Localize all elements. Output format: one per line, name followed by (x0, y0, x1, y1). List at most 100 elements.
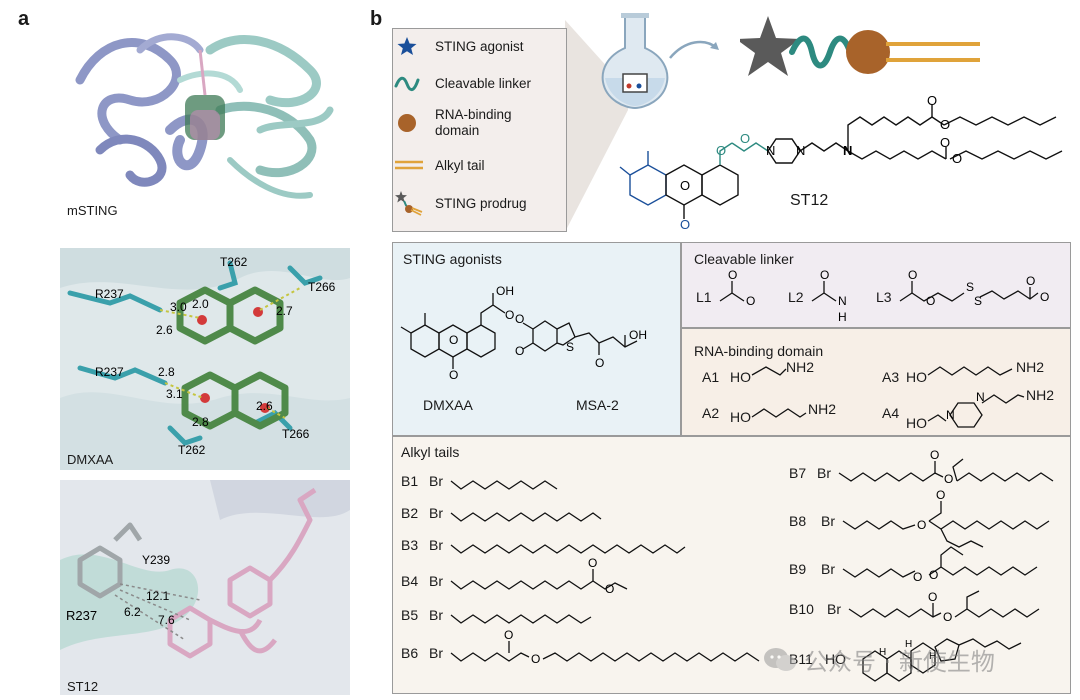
tail-id: B9 (789, 561, 807, 577)
legend-label: Alkyl tail (435, 157, 485, 173)
ST12-label: ST12 (790, 192, 829, 209)
tail-br: Br (429, 537, 443, 553)
tail-id: B3 (401, 537, 419, 553)
atom-label: O (908, 268, 917, 282)
atom-label: O (1040, 290, 1049, 304)
residue-label: Y239 (142, 553, 170, 567)
atom-label: O (595, 356, 604, 370)
atom-label: O (917, 518, 926, 532)
residue-label: T262 (220, 255, 248, 269)
residue-label: T262 (178, 443, 206, 457)
panel-a-letter: a (18, 8, 30, 30)
rna-group: NH2 (1016, 359, 1045, 375)
rna-group: HO (730, 409, 751, 425)
atom-label: O (716, 143, 726, 158)
tails-box: Alkyl tails B1 B2 B3 B4 B5 B6 B7 B8 B9 B… (392, 436, 1071, 694)
linker-structures: O O O N H O O S S O O (719, 268, 1049, 324)
linker-box: Cleavable linker L1 L2 L3 O O O N H O O … (681, 242, 1071, 328)
tails-title: Alkyl tails (401, 444, 460, 460)
ST12-structure: O O N N N O O O O O O (619, 95, 1063, 232)
MSA2-name: MSA-2 (576, 397, 619, 413)
tail-br: Br (817, 465, 831, 481)
tail-br: Br (429, 645, 443, 661)
linker-id: L1 (696, 289, 712, 305)
star-icon (397, 37, 417, 55)
prodrug-icon (395, 191, 423, 216)
agonist-structures: OH O O O O O S O OH (400, 284, 647, 382)
rna-box: RNA-binding domain A1 A2 A3 A4 HO NH2 HO… (681, 328, 1071, 436)
atom-label: O (929, 568, 938, 582)
legend-item-rna: RNA-binding domain (393, 107, 512, 139)
tail-br: Br (821, 513, 835, 529)
legend-label: RNA-binding domain (435, 107, 512, 138)
atom-label: O (936, 488, 945, 502)
atom-label: O (740, 131, 750, 146)
rna-id: A2 (702, 405, 720, 421)
atom-label: O (943, 610, 952, 624)
linker-id: L3 (876, 289, 892, 305)
wave-icon (394, 76, 420, 91)
atom-label: S (566, 340, 574, 354)
atom-label: O (928, 590, 937, 604)
rna-id: A4 (882, 405, 900, 421)
atom-label: O (588, 556, 597, 570)
atom-label: OH (629, 328, 647, 342)
atom-label: O (505, 308, 514, 322)
legend-item-linker: Cleavable linker (393, 72, 531, 94)
distance-label: 12.1 (146, 589, 170, 603)
rna-group: NH2 (1026, 387, 1055, 403)
distance-label: 2.0 (192, 297, 209, 311)
tail-id: B6 (401, 645, 419, 661)
agonists-box: STING agonists OH O O O O O S O OH DMXAA… (392, 242, 681, 436)
panel-b-letter: b (370, 8, 383, 30)
atom-label: O (515, 312, 524, 326)
chat-bubble-icon (764, 647, 796, 671)
ST12-panel-label: ST12 (67, 679, 99, 694)
rna-structures: N N (751, 366, 1025, 428)
atom-label: O (820, 268, 829, 282)
atom-label: N (976, 390, 985, 404)
tail-br: HO (825, 651, 846, 667)
ST12-binding-image: Y239 R237 12.1 6.2 7.6 (60, 480, 350, 695)
mSTING-structure-image (60, 10, 360, 210)
rna-group: HO (906, 369, 927, 385)
DMXAA-name: DMXAA (423, 397, 473, 413)
legend-label: Cleavable linker (435, 75, 532, 91)
atom-label: O (913, 570, 922, 584)
tail-br: Br (827, 601, 841, 617)
atom-label: N (843, 143, 852, 158)
atom-label: S (966, 280, 974, 294)
linker-title: Cleavable linker (694, 251, 794, 267)
atom-label: O (926, 294, 935, 308)
residue-label: T266 (308, 280, 336, 294)
tail-id: B10 (789, 601, 814, 617)
atom-label: H (929, 651, 936, 662)
atom-label: O (940, 117, 950, 132)
watermark: 公众号 · 新使生物 (762, 642, 995, 677)
atom-label: O (515, 344, 524, 358)
legend-label: STING agonist (435, 38, 524, 54)
distance-label: 7.6 (158, 613, 175, 627)
tail-id: B7 (789, 465, 807, 481)
atom-label: N (838, 294, 847, 308)
rna-id: A3 (882, 369, 900, 385)
tail-structures: O O O O O O O O O O O O H H H (450, 448, 1054, 682)
agonists-title: STING agonists (403, 251, 502, 267)
atom-label: S (974, 294, 982, 308)
tail-icon (395, 160, 423, 170)
residue-label: R237 (95, 365, 124, 379)
rna-title: RNA-binding domain (694, 343, 824, 359)
tail-br: Br (429, 607, 443, 623)
rna-group: HO (906, 415, 927, 431)
rna-id: A1 (702, 369, 720, 385)
atom-label: O (531, 652, 540, 666)
residue-label: R237 (95, 287, 124, 301)
legend-label: STING prodrug (435, 195, 527, 211)
atom-label: N (946, 408, 955, 422)
sphere-icon (398, 114, 416, 132)
distance-label: 3.0 (170, 300, 187, 314)
atom-label: O (728, 268, 737, 282)
atom-label: O (940, 135, 950, 150)
atom-label: O (927, 95, 937, 108)
rna-group: HO (730, 369, 751, 385)
